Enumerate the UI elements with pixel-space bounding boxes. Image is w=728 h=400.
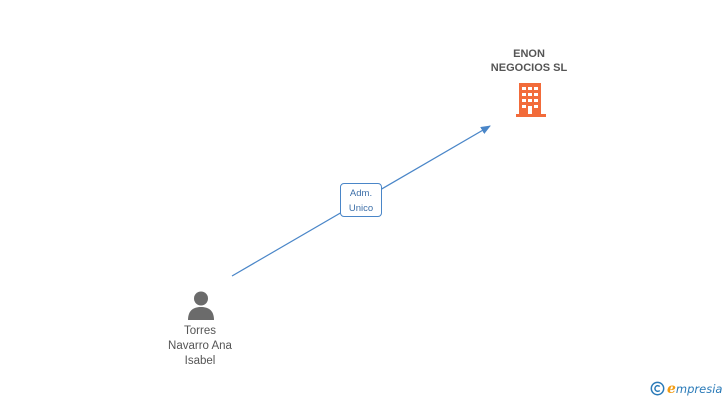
person-name-line-2: Navarro Ana (168, 340, 232, 352)
building-icon[interactable] (514, 82, 548, 118)
copyright-icon (650, 381, 665, 396)
role-line-1: Adm. (349, 188, 373, 199)
brand-name: mpresia (675, 382, 723, 396)
person-icon[interactable] (186, 290, 216, 320)
company-name[interactable]: ENON NEGOCIOS SL (470, 47, 588, 75)
person-name-line-3: Isabel (184, 355, 216, 367)
role-badge[interactable]: Adm. Unico (340, 183, 382, 217)
person-name-line-1: Torres (184, 325, 216, 337)
person-name[interactable]: Torres Navarro Ana Isabel (150, 324, 250, 369)
company-name-line-1: ENON (513, 48, 545, 60)
company-name-line-2: NEGOCIOS SL (490, 62, 568, 74)
brand-logo: empresia (650, 380, 722, 398)
role-line-2: Unico (348, 203, 374, 214)
brand-initial: e (667, 381, 676, 397)
